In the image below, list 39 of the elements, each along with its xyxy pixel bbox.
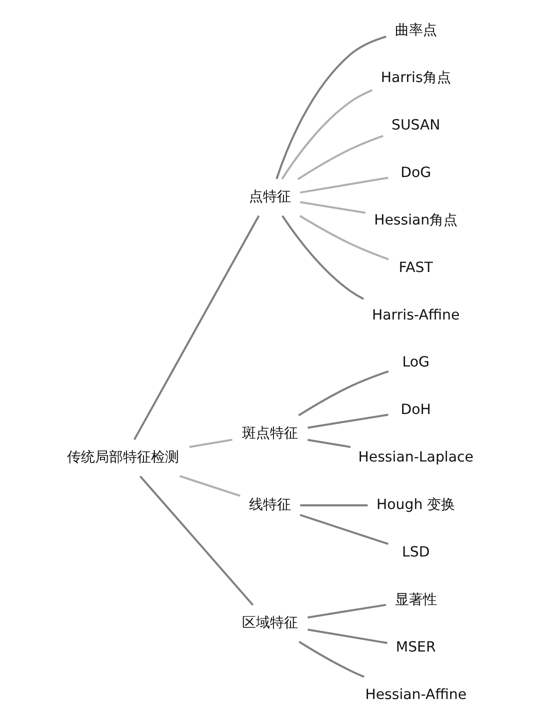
connector [308, 414, 388, 429]
node-text: 点特征 [249, 189, 292, 206]
connector [300, 514, 389, 545]
node-text: LoG [402, 354, 430, 371]
connector [308, 604, 386, 618]
node-text: 曲率点 [394, 22, 437, 39]
connector [189, 438, 232, 448]
node-text: Hessian-Affine [365, 686, 467, 703]
node-text: LSD [402, 544, 430, 560]
connector [281, 89, 373, 180]
node-text: DoH [400, 402, 431, 418]
connector [297, 134, 384, 180]
node-text: MSER [396, 639, 436, 656]
connector [298, 370, 389, 416]
node-text: 区域特征 [242, 615, 298, 632]
connector [282, 215, 364, 300]
node-text: 传统局部特征检测 [67, 450, 180, 466]
connector [299, 215, 389, 260]
connector [133, 215, 260, 440]
connector [179, 475, 240, 497]
connector [139, 476, 254, 606]
node-text: Hessian角点 [374, 212, 458, 228]
node-text: 显著性 [394, 592, 437, 608]
connector [308, 628, 388, 644]
node-text: Harris角点 [380, 70, 451, 86]
connector [300, 176, 388, 194]
node-text: Harris-Affine [372, 307, 460, 324]
node-text: Hough 变换 [376, 497, 456, 514]
node-text: 斑点特征 [242, 425, 298, 442]
node-text: DoG [400, 164, 432, 181]
connector [308, 438, 351, 448]
node-text: 线特征 [249, 497, 292, 514]
node-text: Hessian-Laplace [358, 450, 474, 466]
connector [298, 640, 365, 678]
node-text: SUSAN [391, 118, 440, 134]
node-text: FAST [398, 260, 433, 276]
connector [300, 504, 368, 506]
connector [276, 36, 386, 180]
connector [300, 201, 366, 214]
